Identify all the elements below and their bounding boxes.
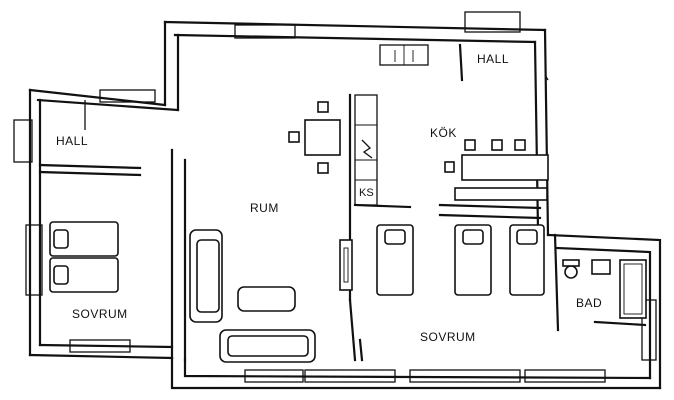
window-left-top [99,89,156,103]
interior-walls [38,43,647,362]
window-bottom-4 [524,369,606,383]
coffee-table [237,286,296,312]
stool [444,161,455,173]
label-sovrum-right: SOVRUM [420,330,476,344]
kitchen-cabinets [354,44,429,206]
cabinet [339,239,353,291]
sink [591,259,611,275]
label-bad: BAD [576,296,602,310]
kitchen-table [461,154,549,181]
window-bad [641,299,657,361]
window-bottom-3 [409,369,521,383]
dining-table [304,119,341,156]
kitchen-bench [454,187,548,201]
stool [491,139,503,151]
label-sovrum-left: SOVRUM [72,307,128,321]
label-rum: RUM [250,201,279,215]
window-bottom-1 [244,369,304,383]
window-hall-left [13,119,33,163]
label-ks: KS [359,187,374,199]
label-hall-left: HALL [56,134,88,148]
chair [317,162,329,174]
chair [317,101,329,113]
stool [464,139,476,151]
stool [514,139,526,151]
window-hall-top [464,11,521,33]
chair [288,131,300,143]
outer-walls [13,11,662,390]
label-hall-right: HALL [477,52,509,66]
room-labels: HALL HALL KÖK RUM KS SOVRUM SOVRUM BAD [56,52,602,344]
window-sovrum-left [25,224,43,296]
window-sovrum-bottom [69,339,131,353]
toilet [564,265,578,279]
window-top-1 [234,24,296,39]
label-kok: KÖK [430,126,457,140]
furniture [49,101,647,363]
window-bottom-2 [304,369,396,383]
